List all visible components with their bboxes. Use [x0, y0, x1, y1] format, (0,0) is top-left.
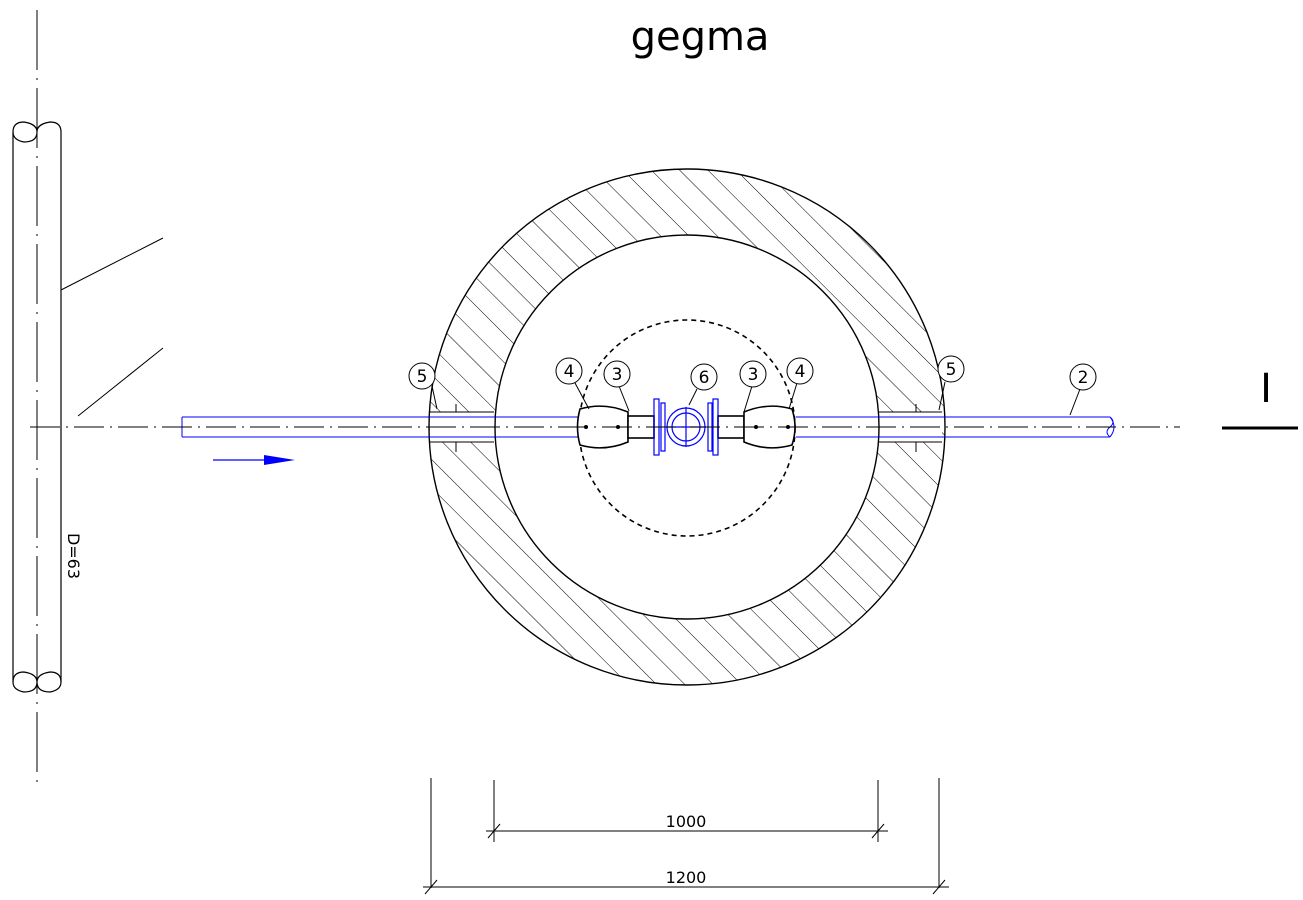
coupling-right: [743, 405, 796, 449]
main-pipe: [12, 121, 62, 693]
flow-arrow: [213, 455, 295, 465]
callouts: [408, 355, 1097, 416]
drawing-title: gegma: [631, 14, 770, 60]
callout-number: 5: [946, 360, 957, 380]
callout-number: 3: [612, 365, 623, 385]
callout-number: 6: [699, 368, 710, 388]
dimension-outer: 1200: [666, 868, 707, 887]
branch-pipe: [181, 416, 1115, 438]
callout-number: 3: [748, 365, 759, 385]
main-pipe-label: D=63: [64, 533, 83, 579]
wall-sleeves: [430, 404, 942, 452]
callout-number: 2: [1078, 368, 1089, 388]
leader-line: [60, 237, 164, 291]
callout-number: 4: [564, 362, 575, 382]
leader-line: [77, 347, 164, 417]
dimension-lines: [423, 778, 949, 895]
callout-number: 5: [417, 367, 428, 387]
section-mark-label: I: [1260, 366, 1272, 412]
callout-number: 4: [795, 362, 806, 382]
dimension-inner: 1000: [666, 812, 707, 831]
